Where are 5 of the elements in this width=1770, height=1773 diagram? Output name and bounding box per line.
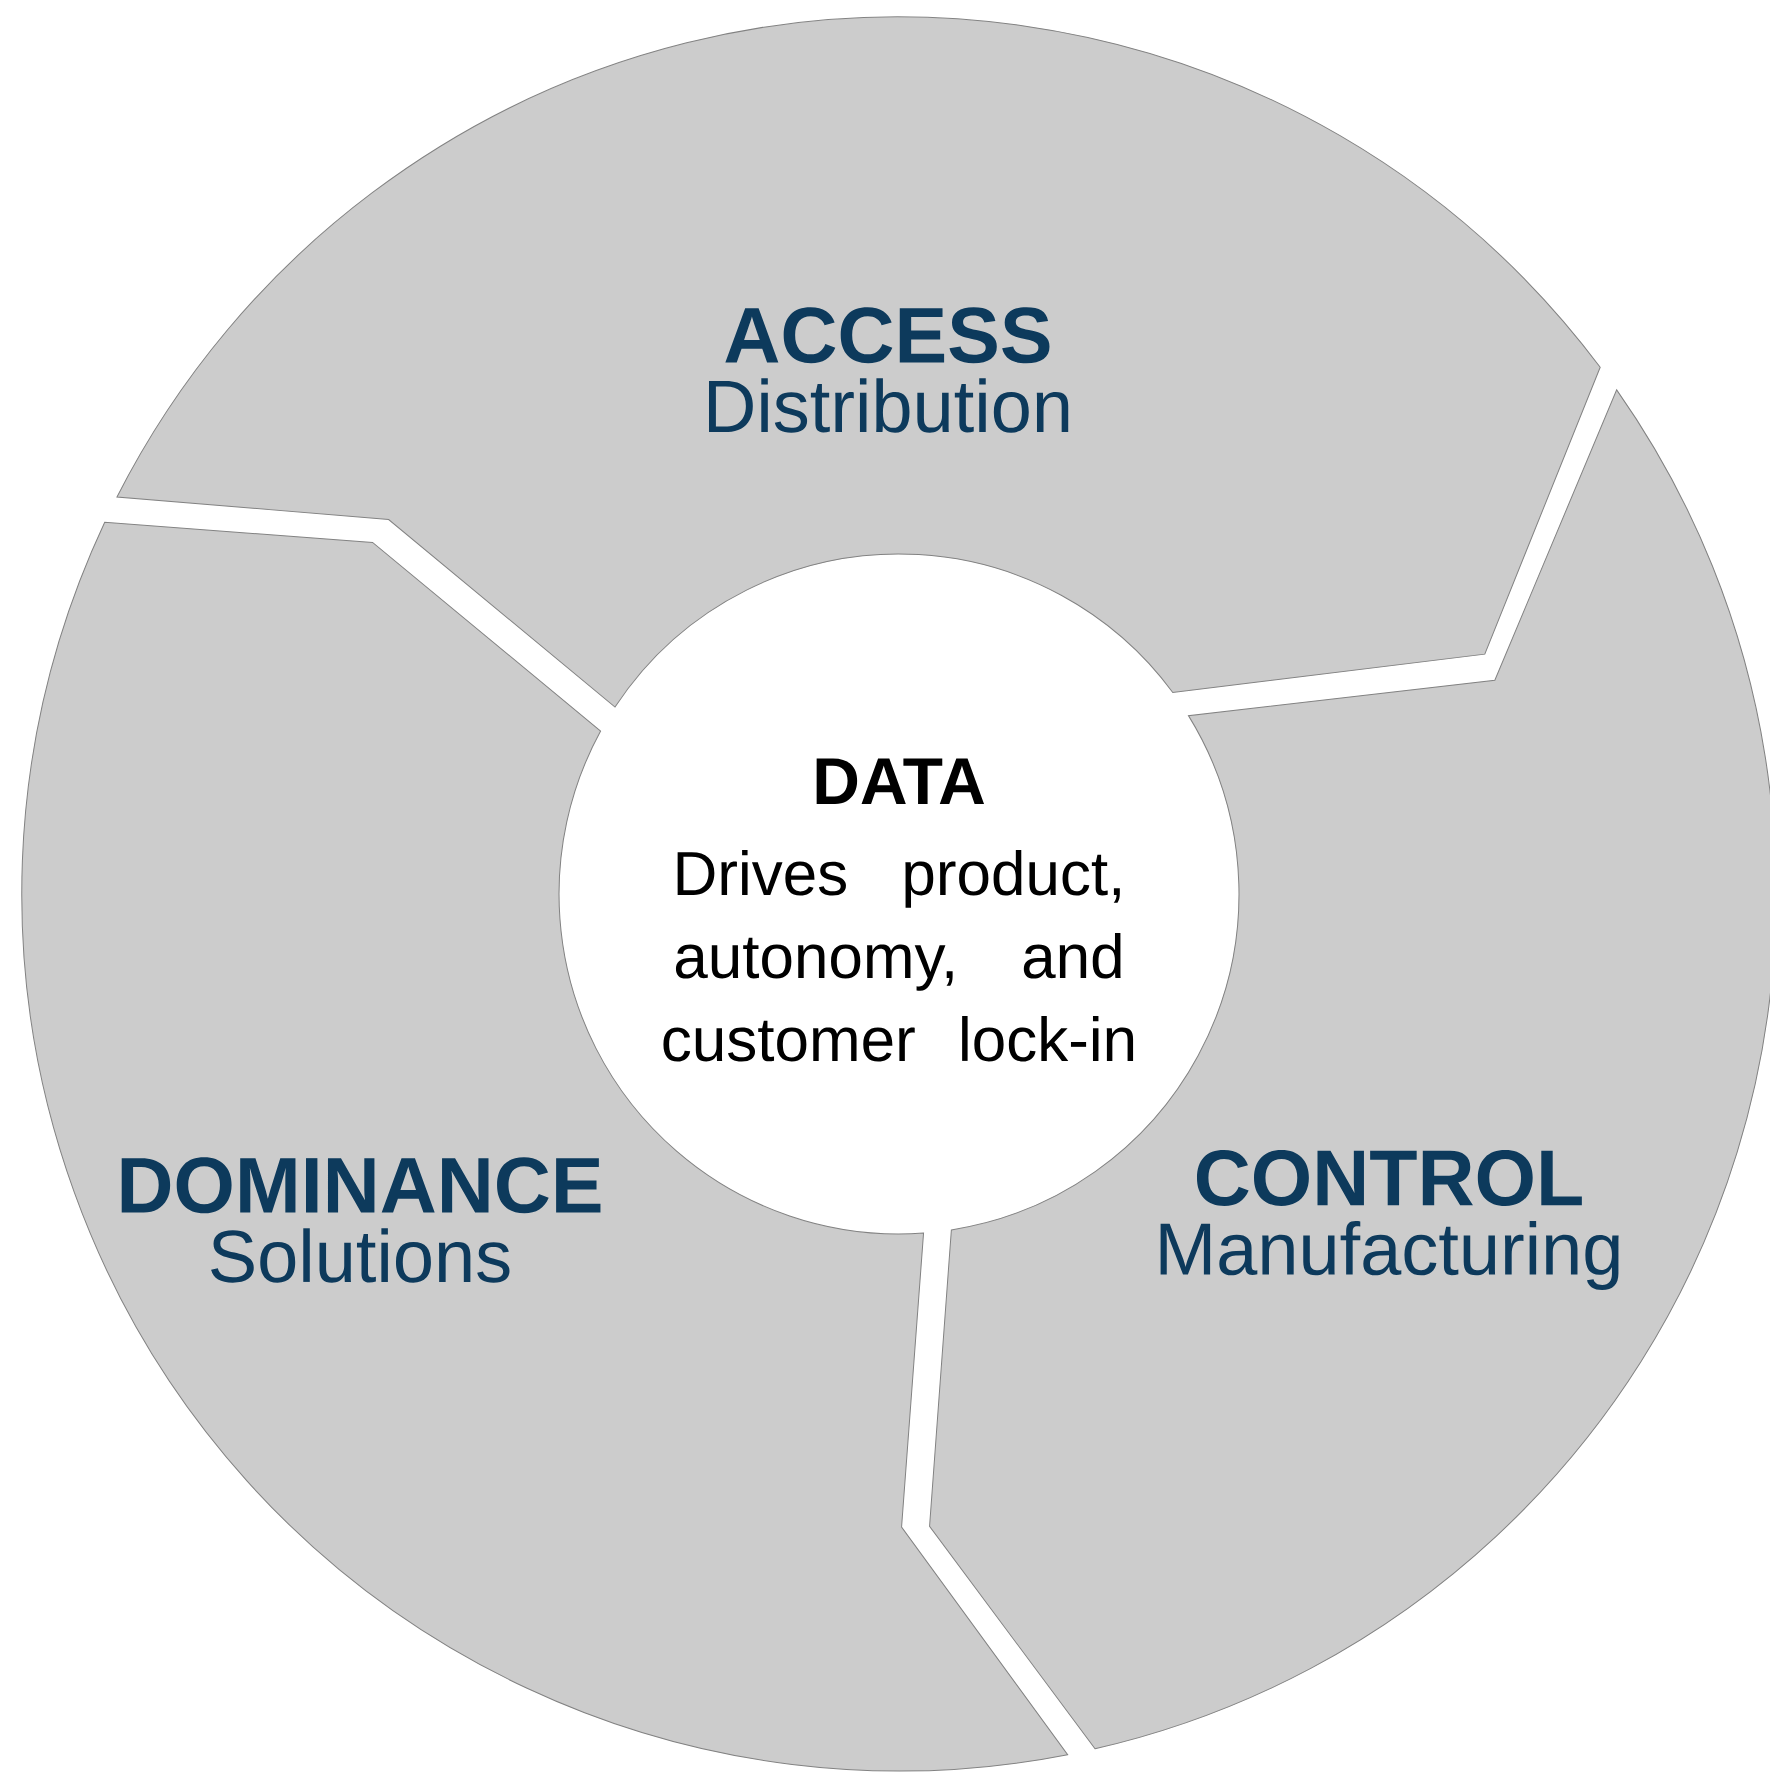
ring-segment: ACCESS Distribution bbox=[116, 16, 1601, 708]
node-label: Manufacturing bbox=[1160, 1220, 1619, 1290]
node-label: DOMINANCE bbox=[121, 1157, 601, 1214]
node-label: CONTROL bbox=[1196, 1150, 1582, 1206]
node-label: Solutions bbox=[211, 1228, 510, 1283]
